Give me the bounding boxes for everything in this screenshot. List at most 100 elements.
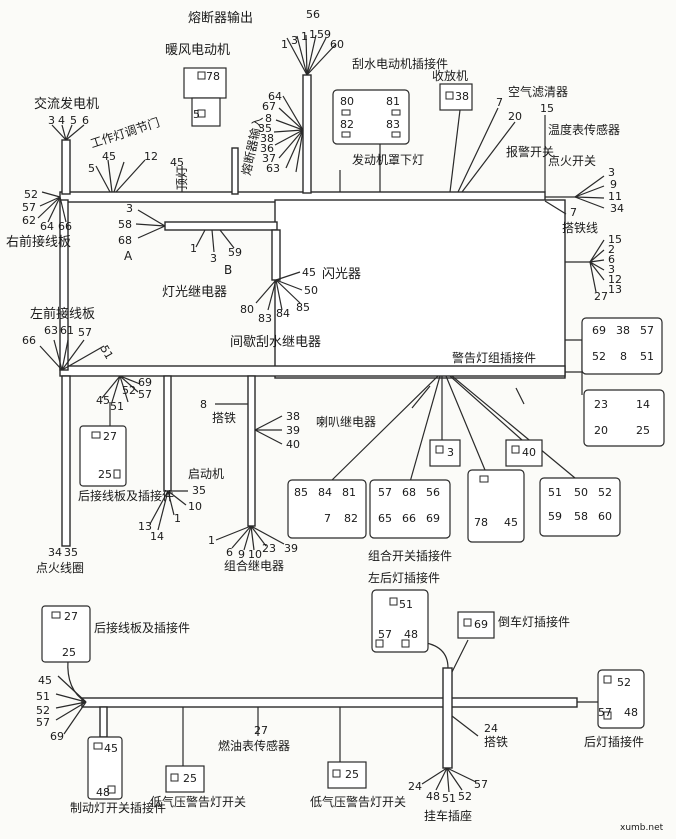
pin-sl-14: 14 bbox=[150, 530, 164, 543]
dome-lamp-bundle bbox=[231, 147, 239, 195]
pin-wa-8: 8 bbox=[620, 350, 627, 363]
pin-cd-51: 51 bbox=[548, 486, 562, 499]
starter-bundle bbox=[163, 375, 172, 492]
lfb-pins: 66 63 61 57 51 bbox=[22, 324, 116, 362]
pin-rear-25: 25 bbox=[98, 468, 112, 481]
bottom-branches bbox=[329, 375, 576, 483]
pin-tr-57: 57 bbox=[474, 778, 488, 791]
small-connector-40 bbox=[505, 439, 543, 467]
pin-lr-83: 83 bbox=[258, 312, 272, 325]
pin-r2s-57: 57 bbox=[36, 716, 50, 729]
pin-r2s-45: 45 bbox=[38, 674, 52, 687]
pin-air-15: 15 bbox=[540, 102, 554, 115]
label-interval-wiper-relay: 间歇刮水继电器 bbox=[230, 335, 321, 350]
pin-rm-5: 13 bbox=[608, 283, 622, 296]
pin-fuse-top-0: 1 bbox=[281, 38, 288, 51]
label-letter-a: A bbox=[124, 249, 133, 263]
pin-wb-25: 25 bbox=[636, 424, 650, 437]
pin-rm-6: 27 bbox=[594, 290, 608, 303]
label-brake-switch: 制动灯开关插接件 bbox=[70, 800, 166, 815]
reverse-lamp-connector bbox=[457, 611, 495, 639]
pin-ca-85: 85 bbox=[294, 486, 308, 499]
combo-relay-bundle bbox=[247, 375, 256, 527]
pin-brake-48: 48 bbox=[96, 786, 110, 799]
label-dome-lamp: 顶灯 bbox=[175, 166, 189, 190]
pin-heater-78: 78 bbox=[206, 70, 220, 83]
pin-dim-12: 12 bbox=[144, 150, 158, 163]
pin-fi-7: 63 bbox=[266, 162, 280, 175]
label-engine-hood-lamp-text: 发动机罩下灯 bbox=[352, 152, 424, 167]
rear-board-connector-2 bbox=[41, 605, 91, 663]
pin-fi-4: 38 bbox=[260, 132, 274, 145]
pin-wa-57: 57 bbox=[640, 324, 654, 337]
label-light-relay: 灯光继电器 bbox=[162, 285, 227, 300]
pin-cc-78: 78 bbox=[474, 516, 488, 529]
label-alarm-switch: 报警开关 bbox=[506, 144, 554, 159]
pin-cb-57: 57 bbox=[378, 486, 392, 499]
label-work-lamp-dimmer: 工作灯调节门 bbox=[88, 114, 161, 151]
combo-b-pins: 57 68 56 65 66 69 bbox=[378, 486, 440, 525]
combo-connector-c bbox=[467, 469, 525, 543]
label-trailer-socket: 挂车插座 bbox=[424, 808, 472, 823]
fuse-top-pins: 1 3 1 1 59 60 bbox=[281, 28, 344, 51]
horn-wires bbox=[215, 403, 283, 445]
pin-wa-51: 51 bbox=[640, 350, 654, 363]
label-rear-board-plug-2: 后接线板及插接件 bbox=[94, 620, 190, 635]
pin-fl-85: 85 bbox=[296, 301, 310, 314]
label-ground-8: 搭铁 bbox=[212, 411, 236, 425]
label-combo-switch-plug: 组合开关插接件 bbox=[368, 548, 452, 563]
pin-rfb-62: 62 bbox=[22, 214, 36, 227]
pin-fuel-27: 27 bbox=[254, 724, 268, 737]
pin-air-7: 7 bbox=[496, 96, 503, 109]
pin-dome-45: 45 bbox=[170, 156, 184, 169]
pin-horn-40: 40 bbox=[286, 438, 300, 451]
combo-connector-a bbox=[287, 479, 367, 539]
label-reverse-lamp: 倒车灯插接件 bbox=[498, 614, 570, 629]
pin-cd-50: 50 bbox=[574, 486, 588, 499]
pin-sl-13: 13 bbox=[138, 520, 152, 533]
pin-rfb-52: 52 bbox=[24, 188, 38, 201]
label-flasher: 闪光器 bbox=[322, 267, 361, 282]
rear-harness-main bbox=[81, 697, 578, 708]
pin-cd-60: 60 bbox=[598, 510, 612, 523]
pin-small-40: 40 bbox=[522, 446, 536, 459]
label-rear-lamp: 后灯插接件 bbox=[584, 734, 644, 749]
fuse-input-pins: 64 67 8 35 38 36 37 63 bbox=[258, 90, 282, 175]
pin-rl-52: 52 bbox=[617, 676, 631, 689]
pin-fi-6: 37 bbox=[262, 152, 276, 165]
alternator-bundle bbox=[61, 139, 71, 195]
pin-ign-9: 9 bbox=[610, 178, 617, 191]
pin-tr-24: 24 bbox=[408, 780, 422, 793]
pin-dim-45: 45 bbox=[102, 150, 116, 163]
pin-cr-1: 1 bbox=[208, 534, 215, 547]
pin-lp1-25: 25 bbox=[183, 772, 197, 785]
pin-fl-50: 50 bbox=[304, 284, 318, 297]
label-right-front-board: 右前接线板 bbox=[6, 234, 71, 250]
starter-low-pins: 13 14 1 bbox=[138, 512, 181, 543]
label-left-rear-lamp: 左后灯插接件 bbox=[368, 570, 440, 585]
rear-lamp-connector bbox=[597, 669, 645, 729]
pin-rear2-27: 27 bbox=[64, 610, 78, 623]
pin-alt-3: 3 bbox=[48, 114, 55, 127]
pin-ab-1: 1 bbox=[190, 242, 197, 255]
pin-wa-69: 69 bbox=[592, 324, 606, 337]
flasher-fan bbox=[255, 271, 303, 311]
pin-sl-1: 1 bbox=[174, 512, 181, 525]
harness-left-trunk bbox=[59, 199, 69, 371]
pin-ab-59: 59 bbox=[228, 246, 242, 259]
pin-lfb-61: 61 bbox=[60, 324, 74, 337]
label-warning-lamp-plug: 警告灯组插接件 bbox=[452, 350, 536, 365]
rfb-fan bbox=[37, 191, 67, 223]
label-horn-relay: 喇叭继电器 bbox=[316, 414, 376, 429]
pin-small-3: 3 bbox=[447, 446, 454, 459]
lamp-branch-pins: 3 58 68 bbox=[118, 202, 133, 247]
label-ignition-coil: 点火线圈 bbox=[36, 561, 84, 575]
pin-ground-7: 7 bbox=[570, 206, 577, 219]
pin-ca-7: 7 bbox=[324, 512, 331, 525]
pin-fuse-top-3: 1 bbox=[309, 28, 316, 41]
pin-rm-3: 3 bbox=[608, 263, 615, 276]
label-heater-motor: 暖风电动机 bbox=[165, 43, 230, 58]
pin-lp2-25: 25 bbox=[345, 768, 359, 781]
pin-fi-5: 36 bbox=[260, 142, 274, 155]
